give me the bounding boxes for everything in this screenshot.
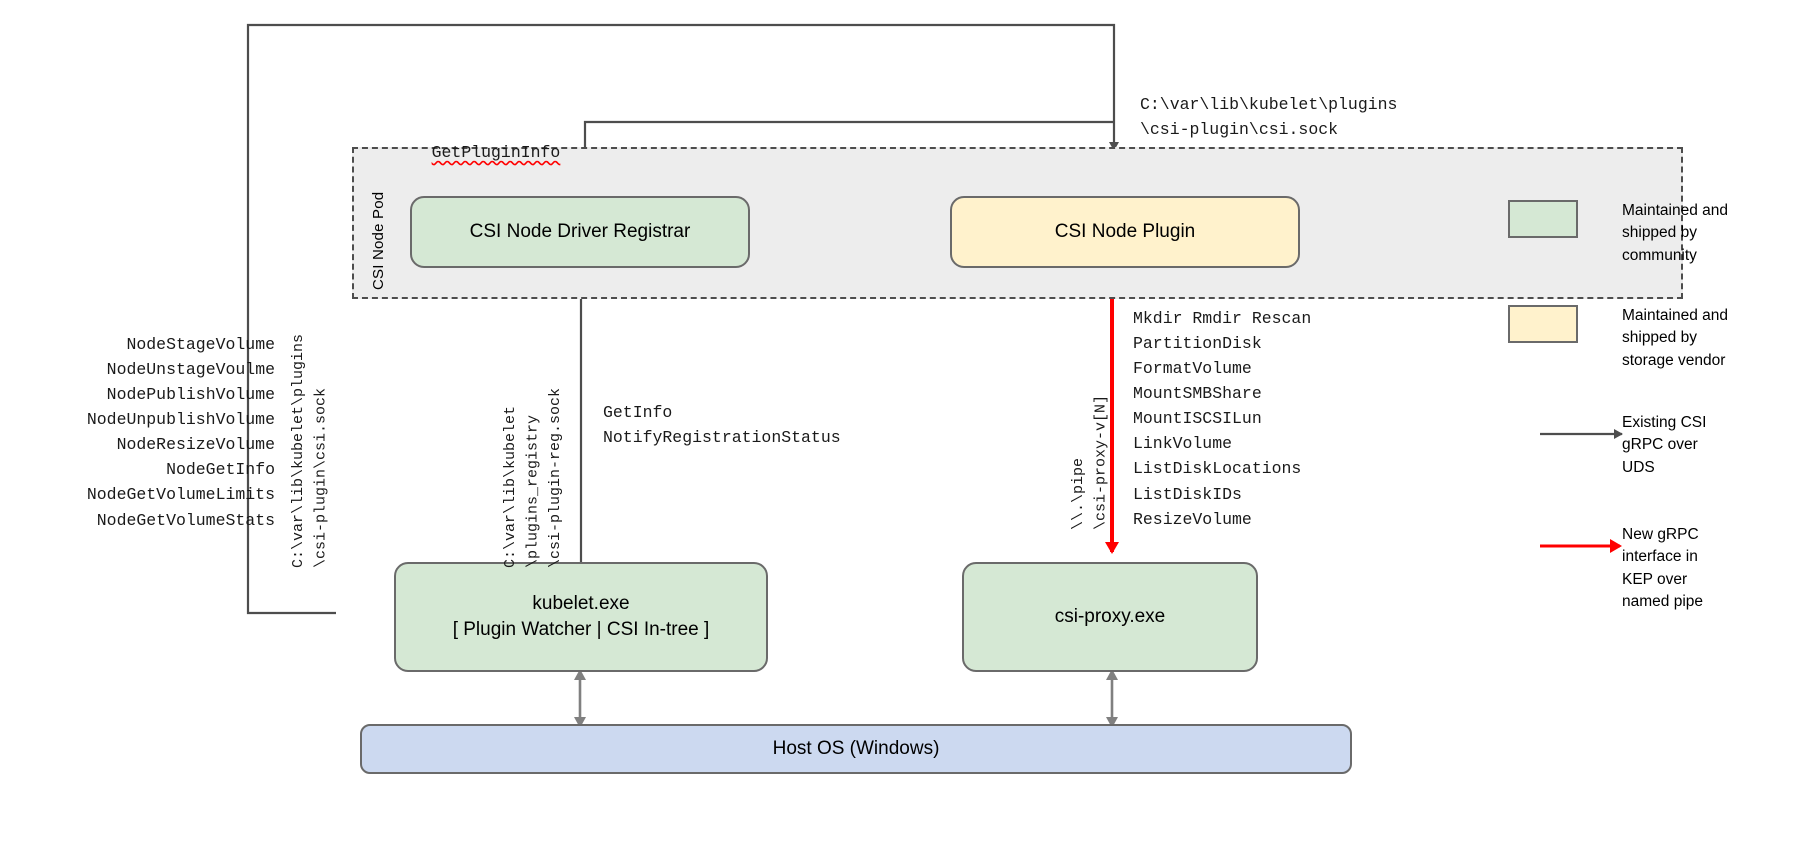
node-host-os[interactable]: Host OS (Windows) — [360, 724, 1352, 774]
label-get-plugin-info: GetPluginInfo — [431, 143, 561, 163]
node-csi-proxy-exe[interactable]: csi-proxy.exe — [962, 562, 1258, 672]
label-registry-sock-path: C:\var\lib\kubelet \plugins_registry \cs… — [502, 387, 564, 568]
legend-text-existing-csi: Existing CSI gRPC over UDS — [1622, 414, 1707, 476]
node-kubelet-exe-sublabel: [ Plugin Watcher | CSI In-tree ] — [452, 619, 710, 640]
node-csi-node-plugin[interactable]: CSI Node Plugin — [950, 196, 1300, 268]
node-kubelet-exe[interactable]: kubelet.exe [ Plugin Watcher | CSI In-tr… — [394, 562, 768, 672]
label-kubelet-csi-sock-path: C:\var\lib\kubelet\plugins \csi-plugin\c… — [290, 333, 330, 568]
edge-kubelet-to-node-plugin — [246, 23, 1119, 615]
node-host-os-label: Host OS (Windows) — [772, 738, 940, 760]
legend-swatch-community — [1508, 200, 1578, 238]
node-csi-proxy-exe-label: csi-proxy.exe — [1054, 606, 1166, 628]
legend-text-new-grpc: New gRPC interface in KEP over named pip… — [1622, 526, 1704, 611]
legend-swatch-vendor — [1508, 305, 1578, 343]
label-registration-rpcs: GetInfo NotifyRegistrationStatus — [603, 403, 841, 448]
label-node-service-rpcs: NodeStageVolume NodeUnstageVoulme NodePu… — [86, 335, 275, 530]
node-csi-node-plugin-label: CSI Node Plugin — [1054, 221, 1196, 243]
legend-text-vendor: Maintained and shipped by storage vendor — [1622, 307, 1728, 369]
node-kubelet-exe-label: kubelet.exe — [532, 593, 630, 615]
csi-node-pod-label: CSI Node Pod — [370, 191, 387, 290]
label-plugin-sock-path: C:\var\lib\kubelet\plugins \csi-plugin\c… — [1140, 95, 1398, 140]
label-named-pipe-path: \\.\pipe \csi-proxy-v[N] — [1070, 394, 1110, 530]
legend-text-community: Maintained and shipped by community — [1622, 202, 1728, 264]
node-csi-node-driver-registrar[interactable]: CSI Node Driver Registrar — [410, 196, 750, 268]
label-csi-proxy-rpcs: Mkdir Rmdir Rescan PartitionDisk FormatV… — [1133, 309, 1312, 529]
node-csi-node-driver-registrar-label: CSI Node Driver Registrar — [469, 221, 691, 243]
